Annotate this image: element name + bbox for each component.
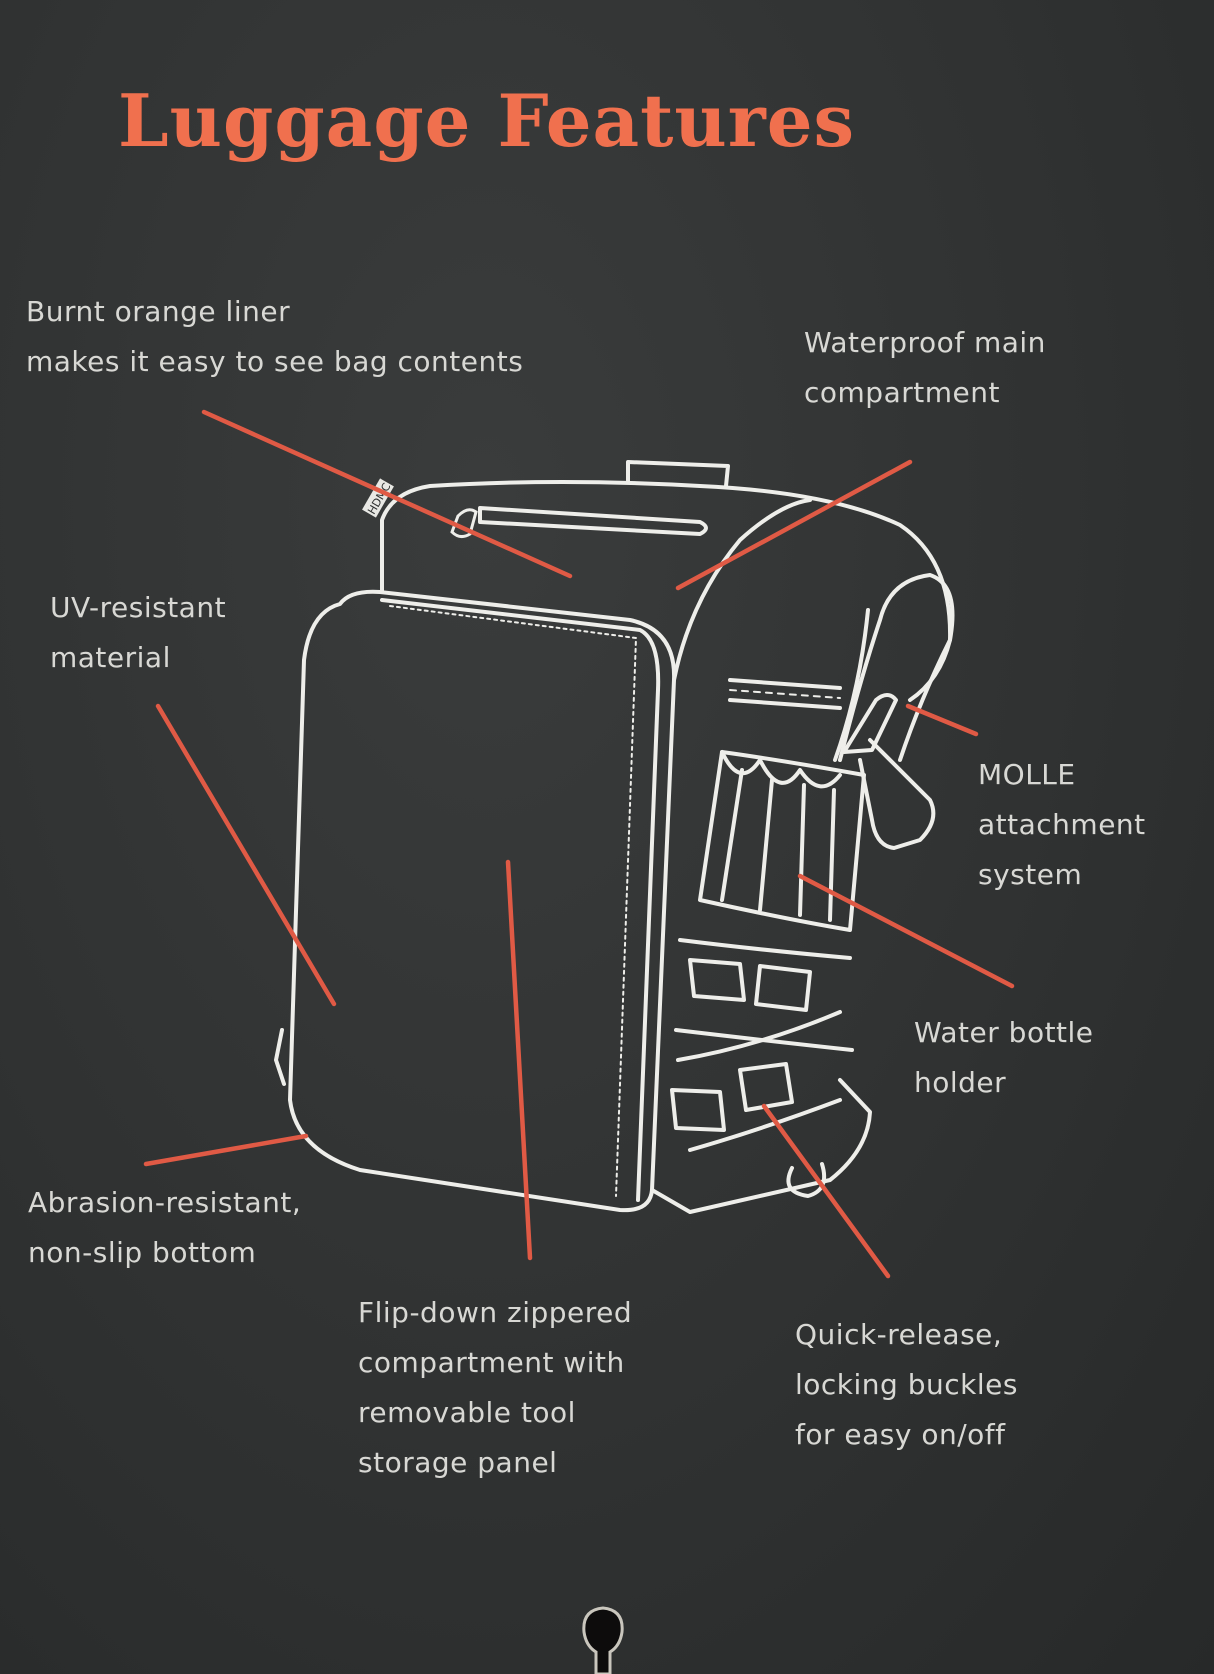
feature-label-flipdown: Flip-down zippered compartment with remo… xyxy=(358,1296,633,1479)
feature-label-molle: MOLLE attachment system xyxy=(978,758,1146,891)
feature-label-buckles: Quick-release, locking buckles for easy … xyxy=(795,1318,1018,1451)
feature-label-waterproof: Waterproof main compartment xyxy=(804,326,1046,409)
feature-label-bottom: Abrasion-resistant, non-slip bottom xyxy=(28,1186,302,1269)
callout-lines xyxy=(143,409,1015,1279)
feature-label-bottle: Water bottle holder xyxy=(914,1016,1094,1099)
hanging-hole xyxy=(582,1606,624,1674)
page-title: Luggage Features xyxy=(118,78,856,163)
feature-label-liner: Burnt orange liner makes it easy to see … xyxy=(26,295,524,378)
feature-label-uv: UV-resistant material xyxy=(50,591,227,674)
